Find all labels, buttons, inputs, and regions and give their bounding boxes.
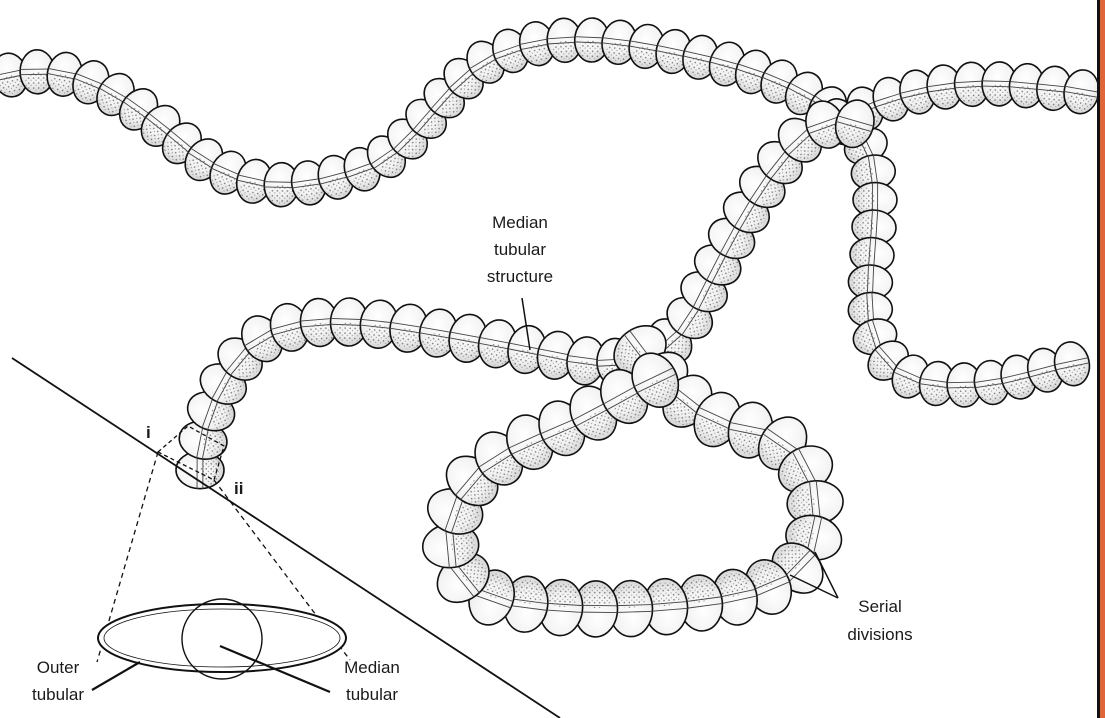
label-median-top-line2: tubular — [494, 240, 546, 259]
label-serial-line2: divisions — [847, 625, 912, 644]
filament-strands — [0, 17, 1102, 637]
label-outer-line1: Outer — [37, 658, 80, 677]
right-border-accent — [1100, 0, 1105, 718]
leader-outer — [92, 662, 140, 690]
label-cut-i: i — [146, 423, 151, 442]
label-cut-ii: ii — [234, 479, 243, 498]
label-median-top: Median tubular structure — [487, 213, 553, 286]
label-outer-line2: tubular — [32, 685, 84, 704]
label-serial-divisions: Serial divisions — [847, 597, 912, 644]
label-median-bottom-line2: tubular — [346, 685, 398, 704]
strand-loop — [421, 316, 846, 638]
label-outer-tubular: Outer tubular — [32, 658, 84, 704]
label-median-top-line3: structure — [487, 267, 553, 286]
right-border-dark — [1097, 0, 1100, 718]
label-median-bottom-line1: Median — [344, 658, 400, 677]
label-serial-line1: Serial — [858, 597, 901, 616]
cross-section-outer — [98, 604, 346, 672]
label-median-bottom: Median tubular — [344, 658, 400, 704]
label-median-top-line1: Median — [492, 213, 548, 232]
